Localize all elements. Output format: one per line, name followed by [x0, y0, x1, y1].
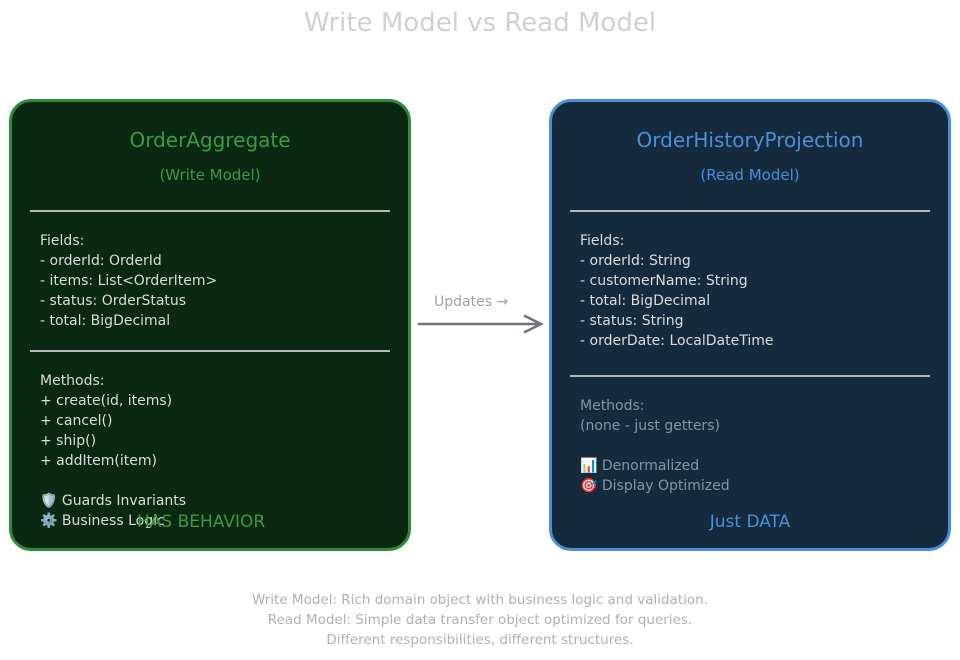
read-model-name: OrderHistoryProjection	[636, 128, 864, 152]
method: + ship()	[40, 433, 97, 449]
target-icon: 🎯	[580, 478, 598, 494]
field: - orderId: OrderId	[40, 253, 162, 269]
method: + create(id, items)	[40, 393, 173, 409]
note: Display Optimized	[601, 478, 730, 494]
field: - status: String	[580, 313, 684, 329]
note: Denormalized	[601, 458, 700, 474]
gear-icon: ⚙️	[40, 513, 58, 529]
divider	[570, 210, 930, 212]
note: Guards Invariants	[61, 493, 187, 509]
updates-arrow	[417, 314, 544, 334]
divider	[30, 210, 390, 212]
diagram-title: Write Model vs Read Model	[303, 8, 657, 38]
methods-label: Methods:	[580, 398, 645, 414]
bar-chart-icon: 📊	[580, 458, 598, 474]
caption-line: Write Model: Rich domain object with bus…	[251, 592, 708, 608]
fields-label: Fields:	[40, 233, 85, 249]
field: - customerName: String	[580, 273, 748, 289]
arrow-label: Updates →	[434, 294, 509, 310]
read-model-box: OrderHistoryProjection (Read Model) Fiel…	[549, 99, 951, 551]
read-model-subtitle: (Read Model)	[700, 166, 800, 184]
field: - items: List<OrderItem>	[40, 273, 218, 289]
behavior-tag: HAS BEHAVIOR	[137, 512, 266, 532]
field: - status: OrderStatus	[40, 293, 187, 309]
field: - orderId: String	[580, 253, 691, 269]
note: Business Logic	[61, 513, 165, 529]
methods-label: Methods:	[40, 373, 105, 389]
method: + addItem(item)	[40, 453, 157, 469]
method: + cancel()	[40, 413, 113, 429]
divider	[570, 375, 930, 377]
write-model-name: OrderAggregate	[129, 128, 291, 152]
fields-label: Fields:	[580, 233, 625, 249]
data-tag: Just DATA	[709, 512, 791, 532]
write-model-subtitle: (Write Model)	[159, 166, 261, 184]
caption-line: Different responsibilities, different st…	[326, 632, 634, 648]
shield-icon: 🛡️	[40, 493, 58, 509]
caption-line: Read Model: Simple data transfer object …	[267, 612, 693, 628]
field: - total: BigDecimal	[580, 293, 711, 309]
field: - orderDate: LocalDateTime	[580, 333, 774, 349]
divider	[30, 350, 390, 352]
write-model-box: OrderAggregate (Write Model) Fields: - o…	[9, 99, 411, 551]
method: (none - just getters)	[580, 418, 720, 434]
caption: Write Model: Rich domain object with bus…	[0, 590, 960, 650]
field: - total: BigDecimal	[40, 313, 171, 329]
